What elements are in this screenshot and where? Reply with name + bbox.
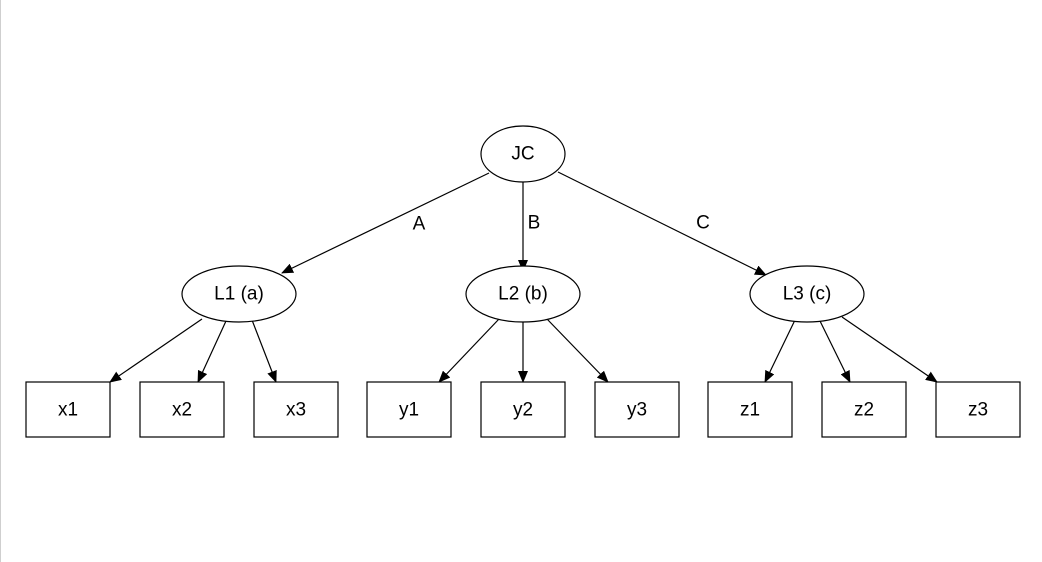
node-x3-shape bbox=[253, 381, 339, 438]
edge-l3-z2 bbox=[819, 320, 851, 383]
node-y2[interactable]: y2 bbox=[480, 381, 566, 438]
node-l2-shape bbox=[465, 265, 581, 323]
node-z2-label: z2 bbox=[854, 400, 874, 421]
edge-l1-x3 bbox=[251, 319, 277, 383]
edge-labels: A B C bbox=[413, 213, 710, 235]
node-z1-shape bbox=[707, 381, 793, 438]
node-x1-shape bbox=[25, 381, 111, 438]
node-l2-label: L2 (b) bbox=[498, 284, 548, 305]
node-z3[interactable]: z3 bbox=[935, 381, 1021, 438]
edge-l2-y3 bbox=[546, 318, 609, 383]
node-l1-shape bbox=[181, 265, 297, 323]
edge-l1-x1 bbox=[109, 318, 203, 383]
edge-label-b: B bbox=[528, 213, 541, 234]
node-l1-label: L1 (a) bbox=[214, 284, 264, 305]
node-l3[interactable]: L3 (c) bbox=[749, 265, 865, 323]
node-l3-shape bbox=[749, 265, 865, 323]
node-z3-label: z3 bbox=[968, 400, 988, 421]
edge-label-c: C bbox=[696, 213, 710, 234]
node-x1-label: x1 bbox=[58, 400, 78, 421]
node-l2[interactable]: L2 (b) bbox=[465, 265, 581, 323]
node-y2-shape bbox=[480, 381, 566, 438]
canvas-left-border bbox=[0, 0, 1, 562]
node-x2[interactable]: x2 bbox=[139, 381, 225, 438]
node-y2-label: y2 bbox=[513, 400, 533, 421]
edge-jc-l1 bbox=[281, 172, 490, 274]
node-y1-shape bbox=[366, 381, 452, 438]
edge-label-a: A bbox=[413, 214, 426, 235]
node-x2-label: x2 bbox=[172, 400, 192, 421]
node-y1[interactable]: y1 bbox=[366, 381, 452, 438]
node-y3-shape bbox=[594, 381, 680, 438]
node-l3-label: L3 (c) bbox=[783, 284, 832, 305]
node-jc-shape bbox=[480, 125, 566, 183]
edge-l3-z1 bbox=[764, 319, 796, 383]
node-z3-shape bbox=[935, 381, 1021, 438]
edge-jc-l3 bbox=[557, 171, 767, 276]
node-z2[interactable]: z2 bbox=[821, 381, 907, 438]
node-y3[interactable]: y3 bbox=[594, 381, 680, 438]
node-z1[interactable]: z1 bbox=[707, 381, 793, 438]
node-x3-label: x3 bbox=[286, 400, 306, 421]
node-y3-label: y3 bbox=[627, 400, 647, 421]
node-x3[interactable]: x3 bbox=[253, 381, 339, 438]
node-x2-shape bbox=[139, 381, 225, 438]
node-y1-label: y1 bbox=[399, 400, 419, 421]
node-jc[interactable]: JC bbox=[480, 125, 566, 183]
node-z1-label: z1 bbox=[740, 400, 760, 421]
node-z2-shape bbox=[821, 381, 907, 438]
edge-l1-x2 bbox=[197, 320, 227, 383]
edge-l2-y1 bbox=[438, 318, 500, 383]
edges bbox=[109, 171, 938, 383]
node-x1[interactable]: x1 bbox=[25, 381, 111, 438]
edge-l3-z3 bbox=[841, 316, 938, 383]
node-jc-label: JC bbox=[511, 144, 534, 165]
node-l1[interactable]: L1 (a) bbox=[181, 265, 297, 323]
